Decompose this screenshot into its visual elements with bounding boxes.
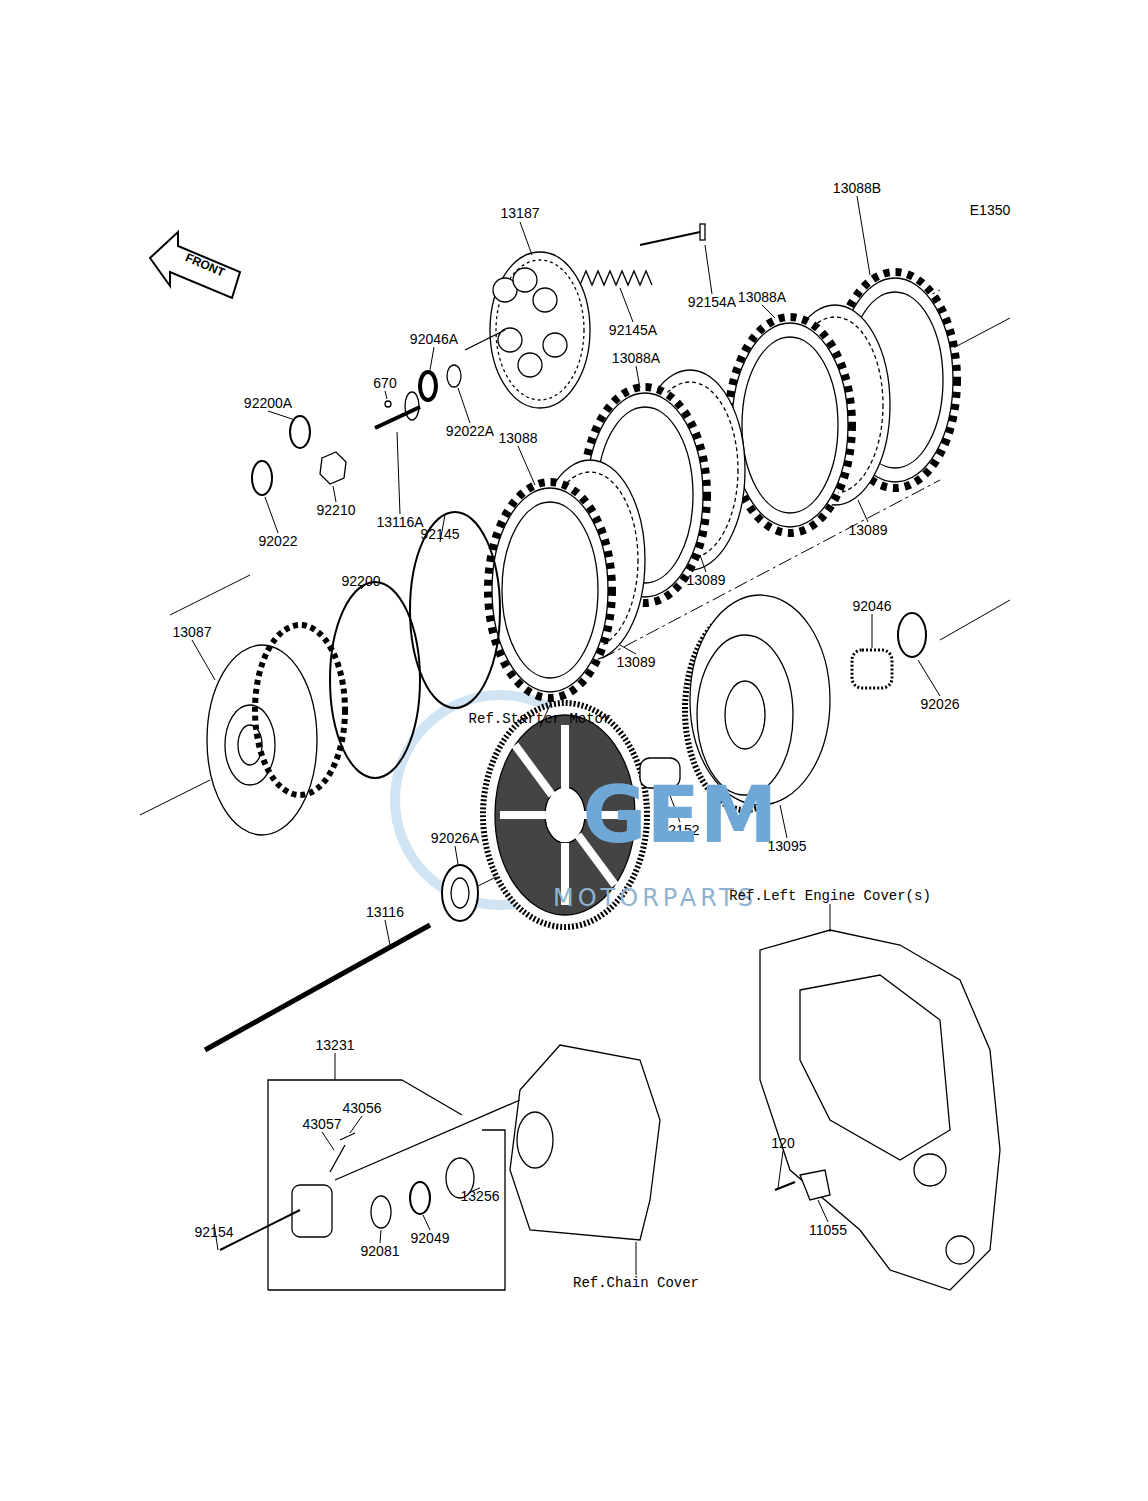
title-code: E1350 xyxy=(969,202,1011,218)
callout-number: 92026A xyxy=(430,830,480,846)
callout-number: 13088A xyxy=(611,350,661,366)
callout-number: 13089 xyxy=(848,522,889,538)
callout-number: 13116 xyxy=(365,904,405,920)
callout-number: 92022 xyxy=(258,533,299,549)
callout-number: 13088A xyxy=(737,289,787,305)
callout-number: 92049 xyxy=(410,1230,451,1246)
callout-number: 13187 xyxy=(500,205,541,221)
callout-number: 92210 xyxy=(316,502,357,518)
watermark: GEM xyxy=(582,775,779,855)
callout-number: 13116A xyxy=(375,514,424,530)
callout-number: 13089 xyxy=(686,572,727,588)
callout-number: 92022A xyxy=(445,423,495,439)
callout-number: 43056 xyxy=(342,1100,383,1116)
callout-number: 92145A xyxy=(608,322,658,338)
callout-number: 92200 xyxy=(341,573,382,589)
reference-label: Ref.Chain Cover xyxy=(572,1275,700,1291)
callout-number: 43057 xyxy=(302,1116,343,1132)
callout-number: 92154A xyxy=(687,294,737,310)
callout-number: 13256 xyxy=(460,1188,501,1204)
callout-number: 11055 xyxy=(808,1222,848,1238)
reference-label: Ref.Starter Motor xyxy=(468,711,613,727)
callout-number: 13088 xyxy=(498,430,539,446)
watermark: MOTORPARTS xyxy=(552,885,758,911)
callout-number: 92154 xyxy=(194,1224,235,1240)
callout-number: 120 xyxy=(770,1135,795,1151)
callout-number: 92081 xyxy=(360,1243,401,1259)
callout-number: 670 xyxy=(372,375,397,391)
callout-number: 92145 xyxy=(420,526,461,542)
callout-number: 92026 xyxy=(920,696,961,712)
reference-label: Ref.Left Engine Cover(s) xyxy=(728,888,932,904)
callout-number: 13087 xyxy=(172,624,213,640)
callout-number: 92046A xyxy=(409,331,459,347)
callout-number: 13088B xyxy=(832,180,882,196)
callout-number: 13089 xyxy=(616,654,657,670)
callout-number: 92046 xyxy=(852,598,893,614)
callout-number: 13231 xyxy=(315,1037,356,1053)
callout-number: 92200A xyxy=(243,395,293,411)
